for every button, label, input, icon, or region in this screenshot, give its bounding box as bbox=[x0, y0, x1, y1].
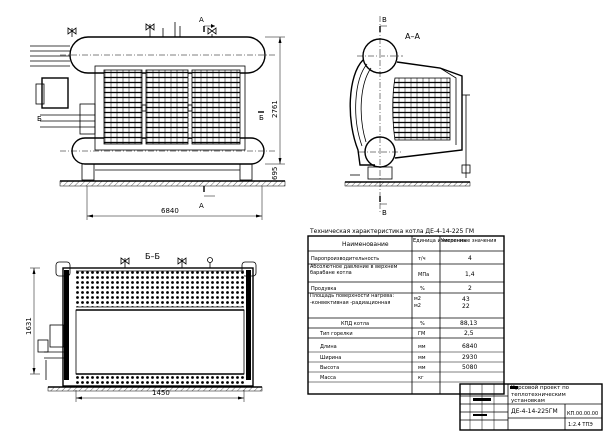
title-project-wrap: Курсовой проект по теплотехническим уста… bbox=[511, 385, 570, 403]
spec-row-unit: МПа bbox=[418, 272, 429, 278]
burner-housing bbox=[41, 77, 69, 109]
spec-header-value: Численные значения bbox=[441, 238, 496, 244]
spec-row-name: КПД котла bbox=[341, 321, 369, 327]
dim-low: 695 bbox=[271, 167, 279, 180]
tube-rows-upper bbox=[76, 271, 244, 307]
title-drawing: ДЕ-4-14-225ГМ bbox=[511, 408, 558, 415]
spec-row-unit: ГМ bbox=[418, 331, 425, 337]
spec-table: Техническая характеристика котла ДЕ-4-14… bbox=[307, 228, 505, 395]
spec-header-name: Наименование bbox=[342, 241, 389, 248]
spec-row-unit: % bbox=[420, 321, 425, 327]
section-b-b-title: Б–Б bbox=[145, 252, 160, 261]
spec-header-unit: Единица измерения bbox=[413, 238, 466, 244]
spec-row-value: 2930 bbox=[462, 354, 477, 361]
spec-row-unit: мм bbox=[418, 344, 426, 350]
foundation-hatch bbox=[59, 180, 286, 187]
casing-plan bbox=[62, 267, 254, 387]
spec-row-unit: т/ч bbox=[418, 256, 426, 262]
boiler-side-view: A A Б Б 6840 2761 695 bbox=[30, 16, 286, 220]
title-code: КП.00.00.00 bbox=[567, 411, 598, 417]
spec-row-unit: кг bbox=[418, 375, 424, 381]
section-v-label: В bbox=[382, 16, 387, 24]
spec-row-name: Высота bbox=[320, 365, 339, 371]
spec-row-name: Длина bbox=[320, 344, 337, 350]
spec-row-name-wrap: Абсолютное давление в верхнем барабане к… bbox=[310, 264, 398, 276]
spec-row-value: 88,13 bbox=[460, 320, 477, 327]
section-v-label-bottom: В bbox=[382, 209, 387, 217]
spec-row-value: 1,4 bbox=[465, 271, 475, 278]
dim-height: 2761 bbox=[271, 100, 279, 118]
spec-row-value: 2,5 bbox=[464, 330, 474, 337]
spec-row-value: 5080 bbox=[462, 364, 477, 371]
tube-bank-1 bbox=[103, 69, 143, 145]
spec-row-unit: м2 м2 bbox=[414, 296, 421, 309]
spec-row-value-wrap: 43 22 bbox=[462, 296, 470, 310]
spec-row-name: Паропроизводительность bbox=[311, 256, 379, 262]
spec-row-unit: мм bbox=[418, 365, 426, 371]
title-project: Курсовой проект по теплотехническим уста… bbox=[511, 385, 570, 403]
foundation-hatch-2 bbox=[344, 181, 471, 187]
spec-row-name-wrap: Площадь поверхности нагрева: -конвективн… bbox=[310, 293, 394, 306]
dim-width: 1450 bbox=[152, 389, 170, 397]
spec-row-name: Абсолютное давление в верхнем барабане к… bbox=[310, 264, 398, 276]
spec-row-unit: мм bbox=[418, 355, 426, 361]
spec-row-name: Ширина bbox=[320, 355, 341, 361]
spec-row-value: 43 22 bbox=[462, 296, 470, 310]
section-b-label: Б bbox=[259, 114, 264, 122]
section-a-a-title: А–А bbox=[405, 32, 420, 41]
spec-row-value: 2 bbox=[468, 285, 472, 292]
section-b-b-view: Б–Б 14 bbox=[25, 252, 263, 402]
spec-row-name: Площадь поверхности нагрева: -конвективн… bbox=[310, 293, 394, 306]
tube-bank-2 bbox=[145, 69, 189, 145]
tube-bank-3 bbox=[191, 69, 241, 145]
section-a-label-bottom: A bbox=[199, 202, 204, 210]
spec-row-value: 6840 bbox=[462, 343, 477, 350]
spec-row-name: Продувка bbox=[311, 286, 336, 292]
spec-row-value: 4 bbox=[468, 255, 472, 262]
title-sheet: 1:2.4 ТПЭ bbox=[568, 422, 593, 428]
dim-length: 6840 bbox=[161, 207, 179, 215]
spec-title: Техническая характеристика котла ДЕ-4-14… bbox=[309, 228, 474, 235]
section-a-a-view: А–А В В bbox=[344, 16, 471, 217]
spec-row-name: Тип горелки bbox=[319, 331, 353, 337]
title-block: Курсовой проект по теплотехническим уста… bbox=[459, 383, 603, 431]
spec-row-name: Масса bbox=[320, 375, 336, 381]
section-a-label: A bbox=[199, 16, 204, 24]
spec-row-unit: % bbox=[420, 286, 425, 292]
dim-height-b: 1631 bbox=[25, 317, 33, 335]
side-label: Б bbox=[37, 115, 42, 123]
spec-row-unit-wrap: м2 м2 bbox=[414, 296, 421, 309]
